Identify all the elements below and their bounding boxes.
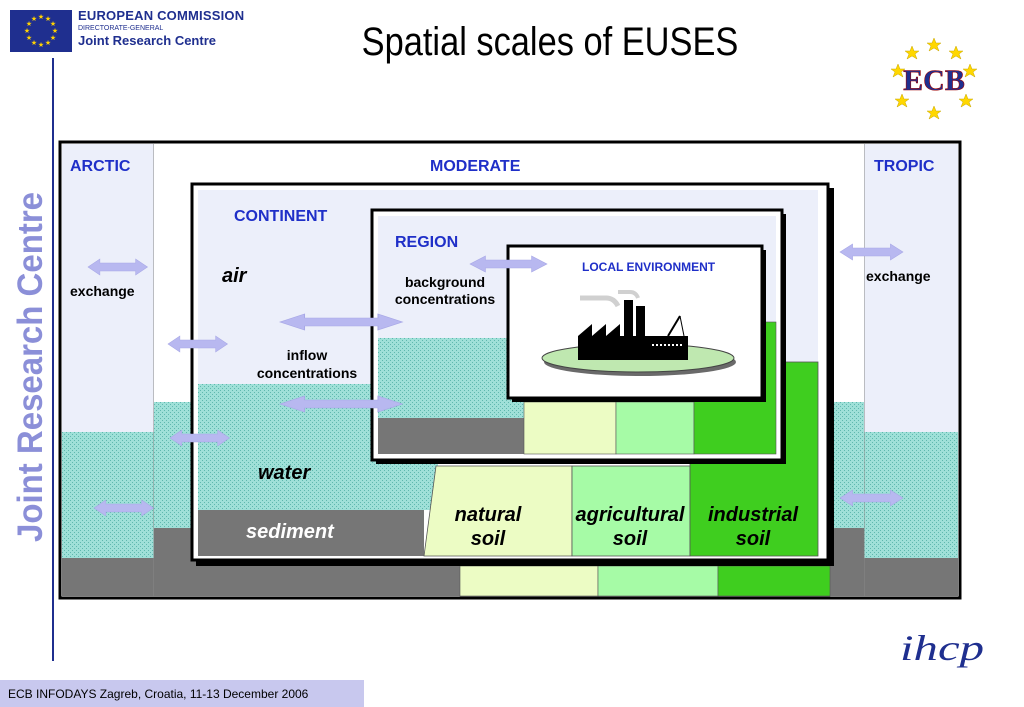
label-sediment: sediment (246, 521, 334, 543)
ecb-logo-text: ECB (903, 64, 965, 97)
eu-flag-logo: ★★★ ★★★ ★★★ ★★★ (10, 10, 72, 52)
tropic-air (864, 144, 958, 432)
factory-icon (541, 290, 736, 376)
label-local-environment: LOCAL ENVIRONMENT (582, 260, 716, 274)
footer-bar (0, 680, 364, 707)
euses-diagram (58, 140, 962, 602)
region-natural-soil (523, 401, 617, 455)
svg-text:★: ★ (52, 27, 58, 35)
label-tropic: TROPIC (874, 158, 935, 175)
moderate-industrial-soil (717, 565, 831, 597)
svg-text:★: ★ (24, 27, 30, 35)
background-line-2: concentrations (394, 291, 496, 307)
label-continent: CONTINENT (234, 208, 328, 225)
label-moderate: MODERATE (430, 158, 521, 175)
label-water: water (258, 462, 311, 484)
svg-text:★: ★ (45, 15, 51, 23)
moderate-natural-soil (459, 565, 599, 597)
agricultural-line-2: soil (612, 528, 648, 550)
natural-line-1: natural (454, 504, 522, 526)
ihcp-logo: ihcp (896, 610, 996, 670)
left-divider-line (52, 58, 54, 661)
ec-jrc-logo-text: EUROPEAN COMMISSION DIRECTORATE-GENERAL … (78, 8, 244, 48)
moderate-agricultural-soil (597, 565, 719, 597)
label-agricultural-soil: agricultural soil (568, 503, 692, 551)
label-inflow-concentrations: inflow concentrations (242, 346, 372, 382)
background-line-1: background (404, 274, 486, 290)
label-exchange-right: exchange (866, 268, 931, 284)
region-sediment (378, 418, 524, 454)
svg-text:★: ★ (31, 39, 37, 47)
org-line-3: Joint Research Centre (78, 33, 216, 48)
svg-text:★: ★ (38, 41, 44, 49)
arctic-air (62, 144, 154, 432)
inflow-line-1: inflow (286, 347, 328, 363)
svg-text:★: ★ (50, 34, 56, 42)
tropic-sediment (864, 558, 958, 596)
agricultural-line-1: agricultural (575, 504, 685, 526)
industrial-line-2: soil (735, 528, 771, 550)
ihcp-logo-text: ihcp (900, 628, 984, 668)
label-arctic: ARCTIC (70, 158, 131, 175)
org-line-1: EUROPEAN COMMISSION (78, 8, 245, 23)
label-industrial-soil: industrial soil (696, 503, 810, 551)
label-air: air (222, 265, 247, 287)
jrc-vertical-brand: Joint Research Centre (0, 190, 50, 550)
svg-text:★: ★ (26, 20, 32, 28)
jrc-vertical-text: Joint Research Centre (11, 192, 50, 542)
svg-text:★: ★ (45, 39, 51, 47)
natural-line-2: soil (470, 528, 506, 550)
region-water (378, 338, 524, 418)
ecb-logo: ECB (882, 36, 986, 122)
inflow-line-2: concentrations (256, 365, 358, 381)
label-exchange-left: exchange (70, 283, 135, 299)
org-line-2: DIRECTORATE-GENERAL (78, 25, 164, 32)
arctic-water (62, 432, 154, 558)
label-natural-soil: natural soil (430, 503, 546, 551)
footer-text: ECB INFODAYS Zagreb, Croatia, 11-13 Dece… (8, 687, 309, 701)
region-agricultural-soil (615, 401, 695, 455)
label-region: REGION (395, 234, 459, 251)
page-title: Spatial scales of EUSES (361, 20, 739, 64)
arctic-sediment (62, 558, 154, 596)
svg-text:★: ★ (38, 13, 44, 21)
svg-text:★: ★ (50, 20, 56, 28)
continent-sediment (198, 510, 424, 556)
svg-text:★: ★ (31, 15, 37, 23)
label-background-concentrations: background concentrations (380, 274, 510, 308)
eu-stars-icon: ★★★ ★★★ ★★★ ★★★ (24, 13, 58, 49)
industrial-line-1: industrial (707, 504, 798, 526)
svg-text:★: ★ (26, 34, 32, 42)
